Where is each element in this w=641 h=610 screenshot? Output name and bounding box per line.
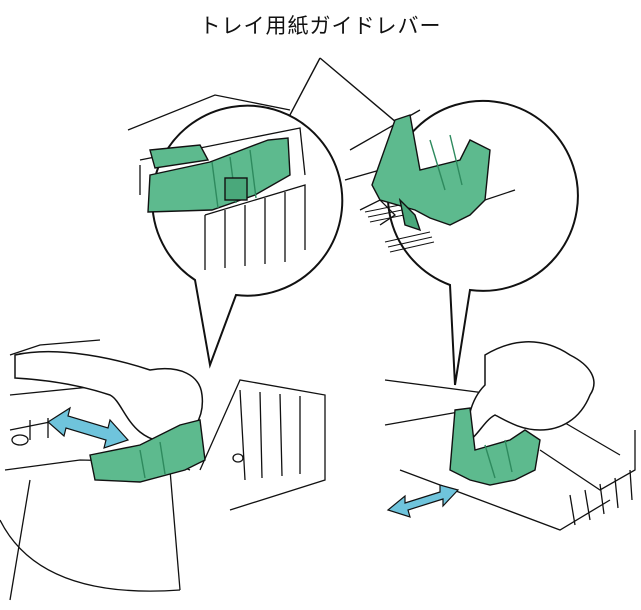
guide-lever-label: トレイ用紙ガイドレバー <box>199 14 442 38</box>
double-arrow-icon <box>47 406 130 449</box>
left-zoom-circle <box>127 94 344 369</box>
right-hand <box>467 341 595 442</box>
paper-guide-lever-right <box>449 407 541 486</box>
double-arrow-icon <box>386 484 460 518</box>
paper-guide-lever-zoom-right <box>371 114 491 232</box>
right-zoom-circle <box>344 99 579 386</box>
scale-marks <box>364 204 435 253</box>
paper-guide-lever-left <box>89 419 206 483</box>
paper-guide-lever-zoom-left <box>147 137 291 213</box>
